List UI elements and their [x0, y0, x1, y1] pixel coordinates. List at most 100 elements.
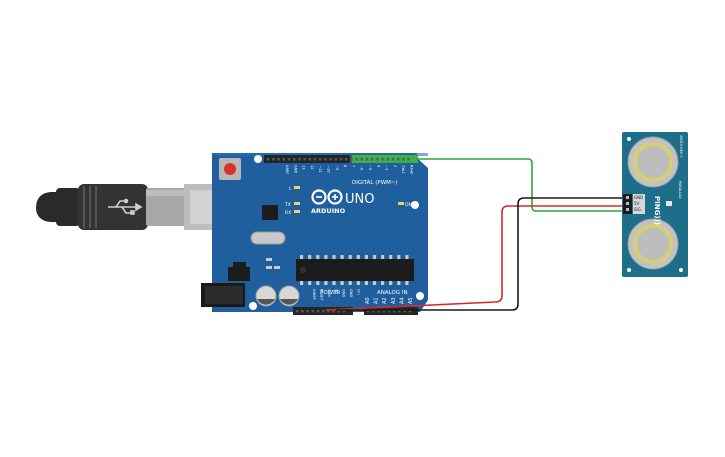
arduino-logo-icon	[311, 189, 343, 205]
header-pin[interactable]	[282, 158, 285, 161]
wire-gnd[interactable]	[336, 197, 625, 311]
chip-pin	[316, 255, 320, 259]
header-pin[interactable]	[403, 310, 406, 313]
crystal-oscillator	[250, 231, 286, 245]
digital-pin-label: ~6	[360, 165, 364, 171]
header-pin[interactable]	[365, 158, 369, 161]
digital-pin-label: GND	[293, 165, 297, 173]
header-pin[interactable]	[398, 310, 401, 313]
header-pin[interactable]	[329, 158, 332, 161]
header-pin[interactable]	[303, 158, 306, 161]
digital-header[interactable]	[264, 155, 418, 163]
wire-5v[interactable]	[325, 205, 625, 311]
board-brand: ARDUINO	[311, 207, 346, 215]
analog-pin-label: A1	[374, 297, 380, 304]
header-pin[interactable]	[319, 158, 322, 161]
chip-pin	[316, 281, 320, 285]
header-pin[interactable]	[337, 310, 340, 313]
header-pin[interactable]	[298, 158, 301, 161]
header-pin[interactable]	[324, 158, 327, 161]
sensor-pin-gnd: GND	[634, 195, 643, 200]
mounting-hole	[411, 201, 419, 209]
digital-label: DIGITAL (PWM~)	[352, 180, 398, 186]
digital-pin-label: 8	[343, 165, 347, 168]
header-pin[interactable]	[296, 310, 299, 313]
header-pin[interactable]	[293, 158, 296, 161]
chip-pin	[389, 281, 393, 285]
header-pin[interactable]	[391, 158, 395, 161]
header-pin[interactable]	[350, 158, 353, 161]
power-pin-label: GND	[342, 289, 346, 297]
chip-pin	[324, 255, 328, 259]
ultrasonic-transducer	[627, 136, 679, 188]
header-pin[interactable]	[316, 310, 320, 313]
header-pin[interactable]	[322, 310, 325, 313]
power-pin-label: Vin	[356, 289, 360, 295]
header-pin[interactable]	[360, 158, 363, 161]
ping-ultrasonic-sensor[interactable]: GND 5V SIG PING))) PARALLAX 28015 REV C	[622, 132, 688, 277]
header-pin[interactable]	[371, 158, 374, 161]
sensor-maker: PARALLAX	[678, 181, 682, 199]
chip-pin	[381, 255, 385, 259]
header-pin[interactable]	[397, 158, 400, 161]
chip-pin	[405, 281, 409, 285]
digital-pin-label: 13	[302, 165, 306, 170]
header-pin[interactable]	[381, 158, 384, 161]
header-pin[interactable]	[327, 310, 330, 313]
header-pin[interactable]	[386, 158, 389, 161]
chip-pin	[324, 281, 328, 285]
header-pin[interactable]	[267, 158, 270, 161]
header-pin[interactable]	[377, 310, 380, 313]
usb-cable[interactable]	[36, 184, 242, 230]
header-pin[interactable]	[277, 158, 280, 161]
header-pin[interactable]	[387, 310, 391, 313]
digital-pin-label: ~5	[368, 165, 372, 170]
led-on	[398, 202, 404, 205]
digital-pin-label: 12	[310, 165, 314, 170]
header-pin[interactable]	[376, 158, 379, 161]
header-pin[interactable]	[382, 310, 385, 313]
header-pin[interactable]	[301, 310, 304, 313]
header-pin[interactable]	[342, 310, 346, 313]
chip-pin	[356, 281, 360, 285]
header-pin[interactable]	[408, 310, 411, 313]
header-pin[interactable]	[308, 158, 311, 161]
header-pin[interactable]	[372, 310, 375, 313]
header-pin[interactable]	[402, 158, 405, 161]
mounting-hole	[254, 155, 262, 163]
header-pin[interactable]	[367, 310, 370, 313]
digital-pin-label: ~3	[385, 165, 389, 170]
header-pin[interactable]	[339, 158, 343, 161]
reset-button[interactable]	[219, 158, 241, 180]
header-pin[interactable]	[345, 158, 348, 161]
header-pin[interactable]	[306, 310, 309, 313]
voltage-regulator	[228, 262, 250, 281]
wire-signal[interactable]	[416, 158, 625, 212]
header-pin[interactable]	[313, 158, 317, 161]
mounting-hole	[249, 302, 257, 310]
chip-pin	[364, 255, 368, 259]
sensor-pin-header[interactable]	[623, 194, 645, 214]
header-pin[interactable]	[311, 310, 314, 313]
digital-pin-label: 4	[376, 165, 380, 168]
chip-pin	[381, 281, 385, 285]
mounting-hole	[627, 137, 631, 141]
header-pin[interactable]	[332, 310, 335, 313]
capacitor	[278, 285, 300, 307]
header-pin[interactable]	[334, 158, 337, 161]
dc-power-jack[interactable]	[201, 283, 245, 307]
analog-label: ANALOG IN	[377, 290, 408, 296]
header-pin[interactable]	[272, 158, 275, 161]
header-pin[interactable]	[393, 310, 396, 313]
power-header[interactable]	[293, 307, 353, 315]
analog-pin-label: A3	[391, 297, 397, 304]
header-pin[interactable]	[407, 158, 410, 161]
chip-pin	[340, 281, 344, 285]
analog-header[interactable]	[364, 307, 418, 315]
header-pin[interactable]	[355, 158, 358, 161]
header-pin[interactable]	[287, 158, 291, 161]
chip-pin	[389, 255, 393, 259]
sensor-pin-sig: SIG	[634, 207, 641, 212]
